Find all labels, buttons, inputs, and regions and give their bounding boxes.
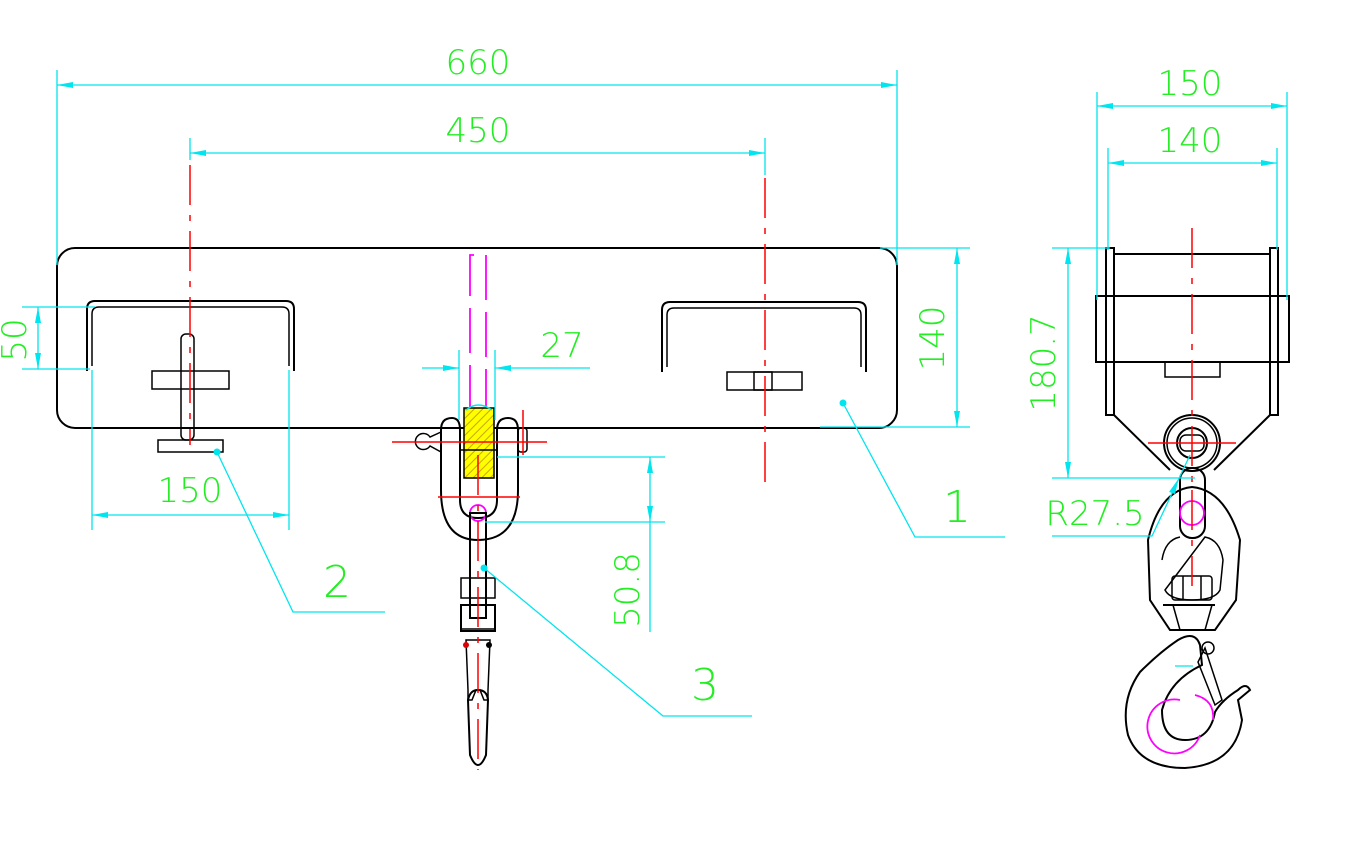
dim-side-inner-width: 140	[1107, 121, 1278, 250]
beam-side-view: 150 140 180.7 R27.5	[1024, 64, 1290, 770]
right-fork-pocket	[661, 301, 867, 391]
callout-label: 3	[691, 660, 719, 711]
dim-label: 140	[913, 306, 953, 371]
dim-eye-radius: R27.5	[1045, 454, 1191, 537]
dim-pocket-height: 50	[0, 306, 95, 370]
dim-label: 150	[158, 471, 223, 511]
callout-part-1: 1	[839, 399, 1005, 538]
dim-label: 150	[1158, 64, 1223, 104]
dim-label: 180.7	[1024, 314, 1064, 411]
callout-label: 2	[323, 557, 351, 608]
callout-label: 1	[943, 482, 971, 533]
dim-label: 660	[446, 43, 511, 83]
dim-label: 140	[1158, 121, 1223, 161]
dim-overall-length: 660	[56, 43, 898, 265]
callout-part-2: 2	[213, 448, 385, 613]
dim-shackle-width: 27	[422, 326, 590, 420]
dim-label: 27	[540, 326, 583, 366]
dim-side-height: 180.7	[1024, 247, 1195, 479]
dim-label: 450	[446, 111, 511, 151]
dim-pocket-width: 150	[91, 370, 290, 530]
dim-side-outer-width: 150	[1096, 64, 1288, 300]
beam-front-view: 660 450 50 140	[0, 43, 1005, 770]
dim-shackle-drop: 50.8	[485, 456, 665, 632]
dim-label: 50	[0, 318, 35, 361]
shackle-assembly	[392, 254, 547, 770]
dim-label: R27.5	[1045, 494, 1144, 534]
dim-beam-height: 140	[820, 247, 970, 428]
dim-pocket-spacing: 450	[189, 111, 766, 175]
callout-part-3: 3	[480, 564, 752, 717]
dim-label: 50.8	[608, 552, 648, 628]
